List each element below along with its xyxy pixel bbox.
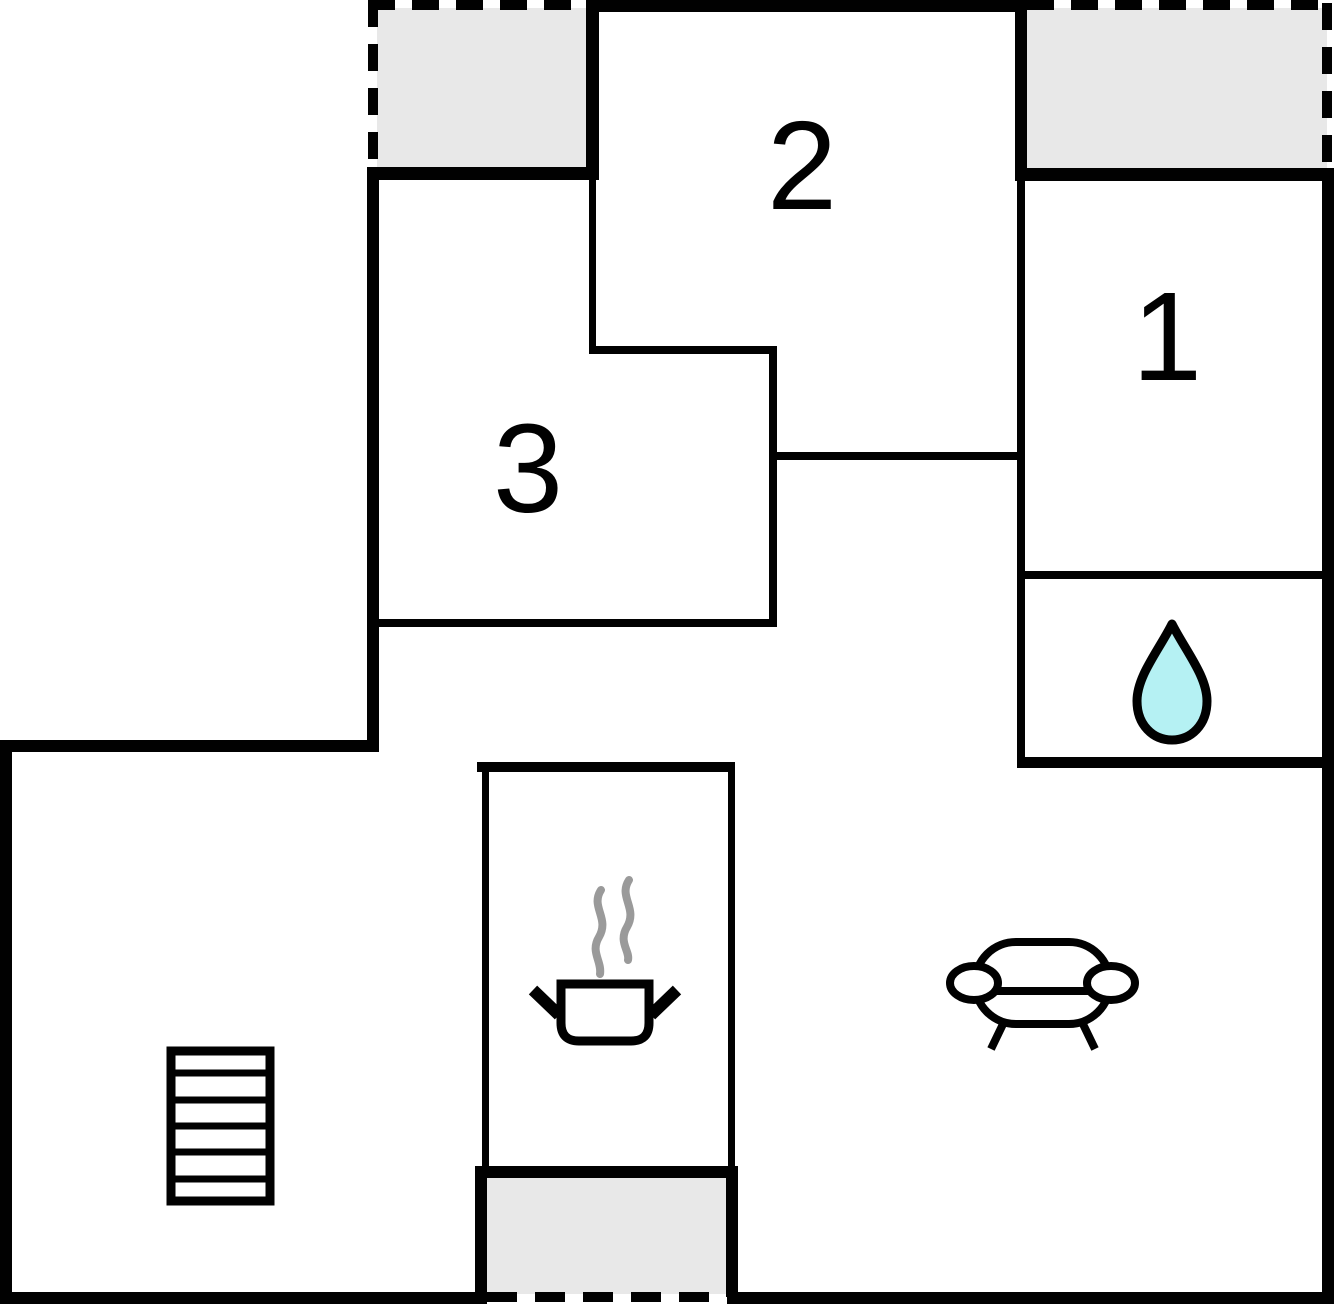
right-outer-wall [1322, 168, 1334, 1304]
sofa-right-armrest [1083, 962, 1139, 1004]
kitchen-bottom-wall [475, 1166, 738, 1178]
room1-left-wall [1017, 172, 1025, 768]
kitchen-top-wall [477, 762, 735, 772]
room3-left-wall [367, 167, 379, 752]
water-drop-icon [1132, 619, 1212, 745]
pot-right-handle [646, 985, 682, 1020]
room3-right-wall [769, 346, 777, 627]
steam-icon [591, 886, 607, 978]
room2-left-wall-upper [586, 0, 599, 180]
sofa-left-leg [987, 1020, 1008, 1051]
terrace-right-area [1027, 8, 1327, 168]
kitchen-right-wall [728, 762, 735, 1172]
room1-bathroom-divider [1021, 571, 1334, 579]
room3-bottom-wall [372, 619, 777, 627]
room2-top-wall [586, 0, 1027, 12]
corridor-wall [769, 452, 1025, 460]
pot-body [556, 979, 654, 1046]
pot-left-handle [528, 985, 564, 1020]
terrace-left-bottom-wall [367, 167, 598, 180]
room1-label: 1 [1132, 266, 1202, 407]
room2-label: 2 [767, 95, 837, 236]
stairs-treads [167, 1069, 274, 1183]
kitchen-left-wall [482, 762, 489, 1172]
entrance-left-wall [475, 1166, 487, 1297]
sofa-icon [946, 938, 1139, 1051]
stairs-icon [166, 1046, 275, 1206]
sofa-right-leg [1078, 1020, 1099, 1051]
room3-notch-wall [589, 346, 777, 354]
bottom-wall-right [727, 1292, 1334, 1304]
terrace-right-bottom-wall [1015, 168, 1334, 181]
terrace-left-area [377, 8, 587, 168]
bathroom-bottom-wall [1017, 757, 1334, 768]
entrance-right-wall [726, 1166, 738, 1297]
bottom-wall-left [0, 1292, 487, 1304]
entrance-area [487, 1172, 726, 1294]
steam-icon [619, 876, 635, 964]
room2-left-wall-lower [589, 178, 596, 354]
left-outer-wall [0, 740, 12, 1304]
room2-right-wall [1015, 0, 1027, 181]
livingroom-top-wall [0, 740, 379, 752]
room3-label: 3 [493, 398, 563, 539]
cooking-pot-icon [528, 876, 682, 1046]
sofa-left-armrest [946, 962, 1002, 1004]
